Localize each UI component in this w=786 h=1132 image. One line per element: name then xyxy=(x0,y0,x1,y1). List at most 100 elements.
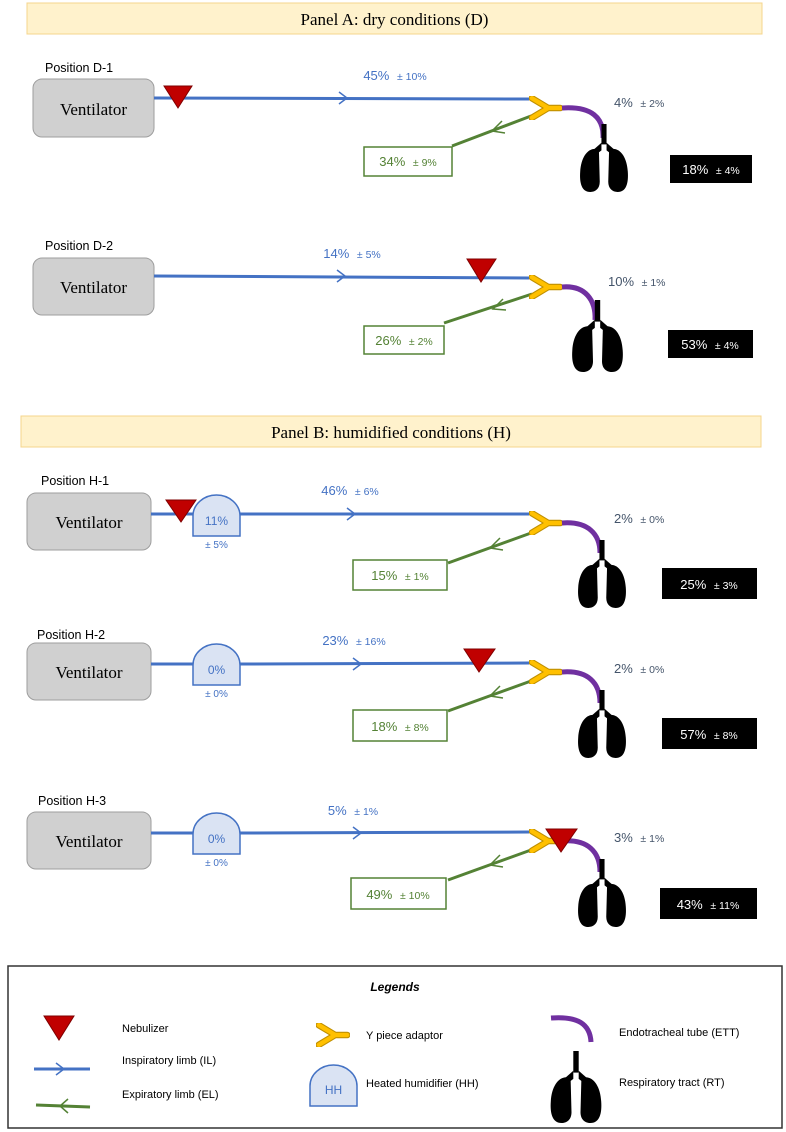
expiratory-value-box xyxy=(352,559,448,591)
inspiratory-value: 46% xyxy=(321,483,347,498)
humidifier-value: 0% xyxy=(208,832,226,846)
lungs-icon xyxy=(578,540,626,608)
ventilator-box xyxy=(26,642,152,701)
legend-humidifier-icon-text: HH xyxy=(325,1083,342,1097)
inspiratory-sd: ± 5% xyxy=(357,249,381,261)
right-arrow-icon xyxy=(352,826,363,840)
expiratory-sd: ± 8% xyxy=(405,722,429,734)
endotracheal-tube-icon xyxy=(561,105,606,139)
expiratory-sd: ± 2% xyxy=(409,336,433,348)
inspiratory-limb xyxy=(153,96,530,101)
humidifier-value: 0% xyxy=(208,663,226,677)
respiratory-sd: ± 3% xyxy=(714,580,738,592)
respiratory-tract-value-box xyxy=(662,568,757,599)
inspiratory-value: 14% xyxy=(323,246,349,261)
legend-ett: Endotracheal tube (ETT) xyxy=(619,1027,739,1039)
respiratory-sd: ± 4% xyxy=(716,165,740,177)
heated-humidifier-icon xyxy=(309,1064,358,1107)
ventilator-box xyxy=(26,492,152,551)
inspiratory-sd: ± 6% xyxy=(355,486,379,498)
ett-value: 2% xyxy=(614,511,633,526)
expiratory-sd: ± 10% xyxy=(400,890,430,902)
humidifier-sd: ± 5% xyxy=(205,540,228,551)
position-label: Position D-2 xyxy=(45,239,113,253)
panel-b-title: Panel B: humidified conditions (H) xyxy=(271,423,511,442)
svg-text:3% ± 1%: 3% ± 1% xyxy=(614,830,664,845)
svg-text:14% ± 5%: 14% ± 5% xyxy=(323,246,381,261)
position-label: Position H-1 xyxy=(41,474,109,488)
left-arrow-icon xyxy=(490,120,506,134)
respiratory-tract-value-box xyxy=(660,888,757,919)
expiratory-value: 34% xyxy=(379,154,405,169)
legend-inspiratory: Inspiratory limb (IL) xyxy=(122,1055,216,1067)
svg-text:45% ± 10%: 45% ± 10% xyxy=(363,68,426,83)
expiratory-sd: ± 1% xyxy=(405,571,429,583)
right-arrow-icon xyxy=(352,657,363,671)
respiratory-sd: ± 11% xyxy=(710,900,739,912)
ventilator-label: Ventilator xyxy=(60,100,127,119)
expiratory-value: 18% xyxy=(371,719,397,734)
lungs-icon xyxy=(578,690,626,758)
nebulizer-triangle-icon xyxy=(466,258,497,283)
right-arrow-icon xyxy=(338,91,349,105)
position-label: Position H-3 xyxy=(38,794,106,808)
right-arrow-icon xyxy=(336,269,347,283)
expiratory-value-box xyxy=(352,709,448,742)
position-h3-row: Position H-3 Ventilator 0% ± 0% 5% ± 1% … xyxy=(26,794,757,927)
lungs-icon xyxy=(580,124,628,192)
svg-text:46% ± 6%: 46% ± 6% xyxy=(321,483,379,498)
inspiratory-limb xyxy=(153,274,530,280)
inspiratory-limb xyxy=(239,830,530,835)
svg-text:15% ± 1%: 15% ± 1% xyxy=(371,568,429,583)
inspiratory-sd: ± 16% xyxy=(356,636,386,648)
expiratory-limb xyxy=(443,292,533,325)
ett-sd: ± 0% xyxy=(640,514,664,526)
endotracheal-tube-icon xyxy=(550,1015,594,1043)
svg-text:26% ± 2%: 26% ± 2% xyxy=(375,333,433,348)
ventilator-label: Ventilator xyxy=(55,832,122,851)
ett-value: 10% xyxy=(608,274,634,289)
lungs-icon xyxy=(572,300,623,372)
expiratory-value: 15% xyxy=(371,568,397,583)
heated-humidifier-icon xyxy=(192,643,241,686)
expiratory-sd: ± 9% xyxy=(413,157,437,169)
expiratory-value: 49% xyxy=(366,887,392,902)
respiratory-value: 18% xyxy=(682,162,708,177)
legend-expiratory: Expiratory limb (EL) xyxy=(122,1089,219,1101)
ventilator-box xyxy=(32,257,155,316)
ventilator-label: Ventilator xyxy=(60,278,127,297)
svg-text:53% ± 4%: 53% ± 4% xyxy=(681,337,739,352)
respiratory-value: 53% xyxy=(681,337,707,352)
legend-humidifier: Heated humidifier (HH) xyxy=(366,1078,478,1090)
left-arrow-icon xyxy=(491,298,507,311)
inspiratory-value: 23% xyxy=(322,633,348,648)
nebulizer-triangle-icon xyxy=(43,1015,75,1041)
ett-sd: ± 2% xyxy=(640,98,664,110)
ett-value: 3% xyxy=(614,830,633,845)
y-piece-adaptor-icon xyxy=(532,513,560,533)
expiratory-value-box xyxy=(350,877,447,910)
respiratory-value: 25% xyxy=(680,577,706,592)
legend-title: Legends xyxy=(370,980,420,994)
nebulizer-triangle-icon xyxy=(163,85,193,109)
legend-box: Legends Nebulizer Inspiratory limb (IL) … xyxy=(7,965,783,1129)
position-label: Position D-1 xyxy=(45,61,113,75)
ventilator-box xyxy=(26,811,152,870)
svg-text:43% ± 11%: 43% ± 11% xyxy=(677,897,740,912)
nebulizer-triangle-icon xyxy=(165,499,197,523)
svg-text:18% ± 8%: 18% ± 8% xyxy=(371,719,429,734)
respiratory-value: 57% xyxy=(680,727,706,742)
ett-sd: ± 0% xyxy=(640,664,664,676)
humidifier-sd: ± 0% xyxy=(205,689,228,700)
right-arrow-icon xyxy=(346,507,357,521)
respiratory-sd: ± 8% xyxy=(714,730,738,742)
expiratory-value-box xyxy=(363,325,445,355)
left-arrow-icon xyxy=(488,537,504,551)
y-piece-adaptor-icon xyxy=(532,277,560,297)
position-d2-row: Position D-2 Ventilator 14% ± 5% 26% ± 2… xyxy=(32,239,753,372)
respiratory-sd: ± 4% xyxy=(715,340,739,352)
ventilator-label: Ventilator xyxy=(55,663,122,682)
svg-text:5% ± 1%: 5% ± 1% xyxy=(328,803,378,818)
expiratory-value: 26% xyxy=(375,333,401,348)
